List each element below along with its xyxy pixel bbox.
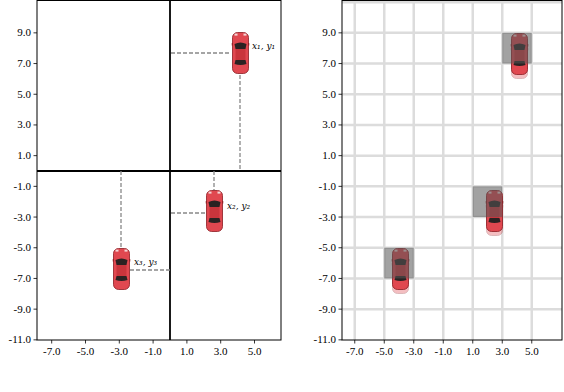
dashed-line	[213, 171, 214, 190]
tick-label: 3.0	[495, 346, 509, 357]
x-axis-line	[37, 170, 281, 172]
dashed-line	[239, 75, 240, 171]
plot-frame	[37, 1, 281, 341]
tick-label: 9.0	[322, 27, 336, 38]
tick-label: -1.0	[319, 181, 336, 192]
tick-label: 1.0	[322, 150, 336, 161]
tick-label: 7.0	[17, 58, 31, 69]
y-axis-line	[169, 1, 171, 341]
tick-label: -9.0	[319, 304, 336, 315]
tick-label: 5.0	[17, 89, 31, 100]
plot-area	[342, 1, 562, 341]
tick-label: 3.0	[322, 119, 336, 130]
grid	[342, 1, 562, 341]
tick-label: -5.0	[319, 242, 336, 253]
tick-label: 5.0	[525, 346, 539, 357]
tick-label: 1.0	[180, 346, 194, 357]
tick-label: 1.0	[17, 150, 31, 161]
tick-label: 5.0	[248, 346, 262, 357]
occupied-cell	[473, 186, 503, 217]
dashed-line	[130, 269, 171, 270]
tick-label: -11.0	[8, 334, 31, 345]
tick-label: 3.0	[214, 346, 228, 357]
occupied-cell	[502, 33, 532, 64]
plot-frame	[342, 1, 562, 341]
tick-label: 9.0	[17, 27, 31, 38]
tick-label: -3.0	[319, 212, 336, 223]
tick-label: -1.0	[14, 181, 31, 192]
car	[113, 249, 131, 290]
tick-label: -1.0	[144, 346, 161, 357]
tick-label: -9.0	[14, 304, 31, 315]
grid-lines	[355, 1, 532, 341]
occupied-cell	[384, 248, 414, 279]
grid-lines	[342, 2, 562, 309]
car	[206, 191, 224, 232]
tick-label: 5.0	[322, 89, 336, 100]
tick-label: -11.0	[313, 334, 336, 345]
tick-label: -3.0	[14, 212, 31, 223]
tick-label: 7.0	[322, 58, 336, 69]
dashed-line	[171, 212, 205, 213]
tick-label: 3.0	[17, 119, 31, 130]
tick-label: -5.0	[376, 346, 393, 357]
tick-label: -7.0	[14, 273, 31, 284]
x-ticks	[355, 340, 532, 344]
car	[232, 33, 250, 74]
point-label: x₁, y₁	[251, 42, 276, 51]
tick-label: -3.0	[111, 346, 128, 357]
y-ticks	[34, 33, 38, 340]
tick-label: -1.0	[435, 346, 452, 357]
plot-area	[37, 1, 281, 341]
tick-label: -7.0	[43, 346, 60, 357]
tick-label: 1.0	[466, 346, 480, 357]
tick-label: -5.0	[14, 242, 31, 253]
tick-label: -5.0	[77, 346, 94, 357]
tick-label: -7.0	[346, 346, 363, 357]
dashed-line	[120, 171, 121, 248]
x-ticks	[52, 340, 255, 344]
tick-label: -7.0	[319, 273, 336, 284]
dashed-line	[171, 52, 231, 53]
point-label: x₃, y₃	[133, 258, 158, 267]
point-label: x₂, y₂	[226, 202, 251, 211]
tick-label: -3.0	[405, 346, 422, 357]
projection-lines	[121, 53, 240, 270]
y-ticks	[339, 33, 343, 340]
